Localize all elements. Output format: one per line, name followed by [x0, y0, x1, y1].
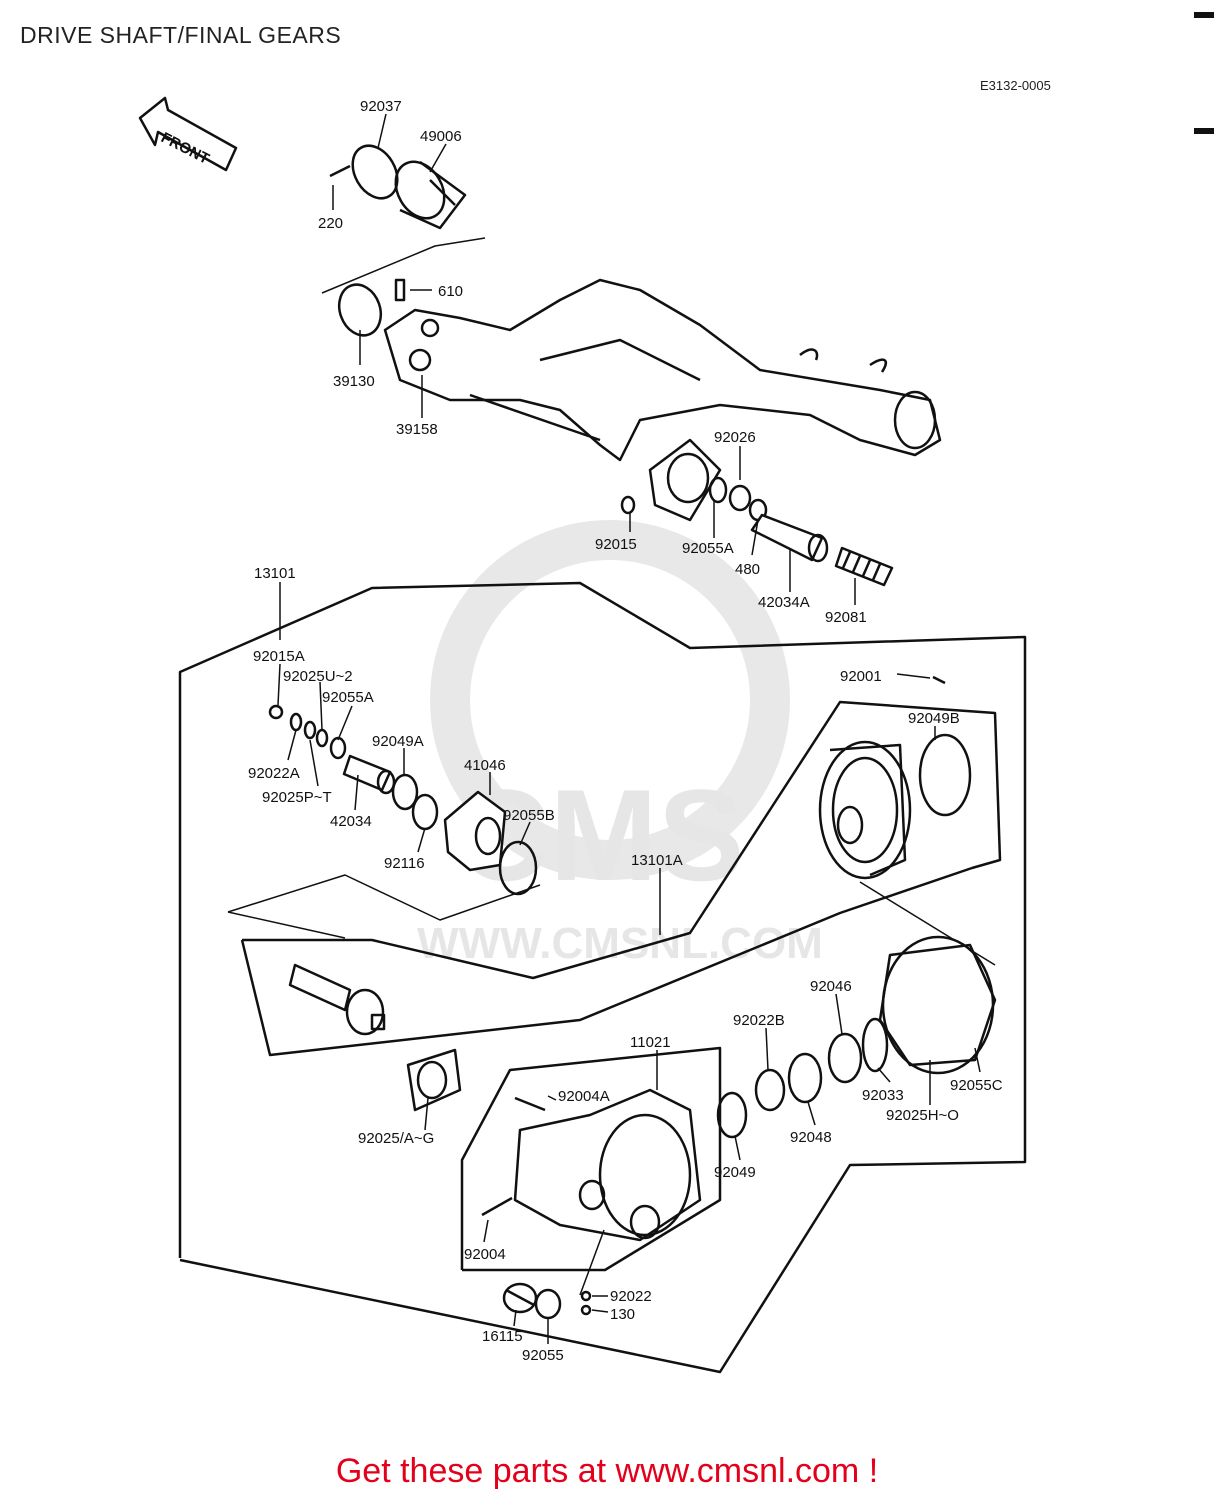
rubber-boot: [394, 160, 467, 230]
part-label[interactable]: 92025H~O: [886, 1107, 959, 1124]
front-arrow-icon: [138, 96, 238, 172]
pinion-gear: [288, 963, 386, 1036]
part-label[interactable]: 92081: [825, 609, 867, 626]
page-title: DRIVE SHAFT/FINAL GEARS: [20, 22, 342, 48]
pinion-leader: [227, 874, 541, 921]
part-label[interactable]: 41046: [464, 757, 506, 774]
part-label[interactable]: 39130: [333, 373, 375, 390]
part-label[interactable]: 92025P~T: [262, 789, 332, 806]
part-label[interactable]: 220: [318, 215, 343, 232]
oring-92055A-pinion: [329, 736, 347, 760]
part-label[interactable]: 92022A: [248, 765, 300, 782]
plug-130: [580, 1304, 592, 1316]
oring-92055B: [498, 840, 538, 896]
part-label[interactable]: 42034A: [758, 594, 810, 611]
part-label[interactable]: 92055: [522, 1347, 564, 1364]
shim-92022B: [754, 1068, 786, 1112]
drive-shaft-42034A: [750, 513, 829, 563]
washer-92022A: [289, 712, 303, 732]
filler-cap-16115: [502, 1282, 538, 1314]
part-label[interactable]: 92004A: [558, 1088, 610, 1105]
bolt-92015: [620, 495, 636, 515]
bearing-92116: [411, 793, 439, 831]
part-label[interactable]: 92025U~2: [283, 668, 353, 685]
shim-92025: [406, 1048, 462, 1112]
dust-seal: [337, 283, 383, 337]
bearing-92046: [827, 1032, 863, 1084]
oil-seal-92049: [716, 1091, 748, 1139]
part-label[interactable]: 49006: [420, 128, 462, 145]
nut-92015A: [268, 704, 284, 720]
pinion-joint-42034: [342, 754, 396, 795]
part-label[interactable]: 92055C: [950, 1077, 1003, 1094]
part-label[interactable]: 13101: [254, 565, 296, 582]
part-label[interactable]: 92033: [862, 1087, 904, 1104]
part-label[interactable]: 92001: [840, 668, 882, 685]
stud-92004: [481, 1196, 513, 1217]
ring-gear: [818, 740, 912, 880]
edge-mark-middle: [1194, 128, 1214, 134]
part-label[interactable]: 92022: [610, 1288, 652, 1305]
part-label[interactable]: 92049A: [372, 733, 424, 750]
part-label[interactable]: 610: [438, 283, 463, 300]
part-label[interactable]: 92025/A~G: [358, 1130, 434, 1147]
washer-92022: [580, 1290, 592, 1302]
spring-92081: [834, 546, 894, 587]
part-label[interactable]: 42034: [330, 813, 372, 830]
nut-92026: [728, 484, 752, 512]
part-label[interactable]: 130: [610, 1306, 635, 1323]
part-label[interactable]: 92048: [790, 1129, 832, 1146]
final-gear-assembly-outline: [178, 581, 1027, 1374]
oil-seal-92049A: [391, 773, 419, 811]
leader-lines: [277, 113, 981, 1344]
watermark: CMS WWW.CMSNL.COM: [417, 520, 823, 968]
part-labels: 92037 49006 220 610 39130 39158 92026 92…: [248, 98, 1003, 1364]
footer-link[interactable]: Get these parts at www.cmsnl.com !: [335, 1452, 879, 1490]
boot-clamp: [329, 144, 399, 200]
assembly-leader: [321, 237, 486, 294]
shim-92025P: [303, 720, 317, 740]
part-label[interactable]: 92015A: [253, 648, 305, 665]
diagram-code: E3132-0005: [980, 78, 1051, 93]
oring-92055A: [708, 476, 728, 504]
part-label[interactable]: 92055A: [322, 689, 374, 706]
part-label[interactable]: 11021: [630, 1034, 671, 1051]
part-label[interactable]: 13101A: [631, 852, 683, 869]
part-label[interactable]: 92049: [714, 1164, 756, 1181]
part-label[interactable]: 39158: [396, 421, 438, 438]
bolt-92001: [932, 675, 946, 685]
oil-seal-92049B: [918, 733, 972, 817]
gear-case-11021: [513, 1088, 702, 1242]
part-label[interactable]: 92049B: [908, 710, 960, 727]
watermark-url: WWW.CMSNL.COM: [417, 919, 823, 968]
circlip-92033: [861, 1017, 889, 1073]
part-label[interactable]: 92055B: [503, 807, 555, 824]
part-label[interactable]: 92037: [360, 98, 402, 115]
part-label[interactable]: 92116: [384, 855, 425, 872]
part-label[interactable]: 480: [735, 561, 760, 578]
part-label[interactable]: 16115: [482, 1328, 523, 1345]
bearing-92048: [787, 1052, 823, 1104]
part-label[interactable]: 92046: [810, 978, 852, 995]
part-label[interactable]: 92055A: [682, 540, 734, 557]
stud-92004A: [514, 1096, 546, 1112]
part-label[interactable]: 92015: [595, 536, 637, 553]
gear-case-cover: [878, 935, 997, 1075]
part-label[interactable]: 92022B: [733, 1012, 785, 1029]
shim-92025U: [315, 728, 329, 748]
part-label[interactable]: 92026: [714, 429, 756, 446]
pinion-gear-outline: [240, 700, 1002, 1057]
part-label[interactable]: 92004: [464, 1246, 506, 1263]
edge-mark-top: [1194, 12, 1214, 18]
gear-case-outline: [460, 1046, 722, 1272]
oring-92055: [534, 1288, 562, 1320]
swing-arm: [383, 278, 942, 522]
